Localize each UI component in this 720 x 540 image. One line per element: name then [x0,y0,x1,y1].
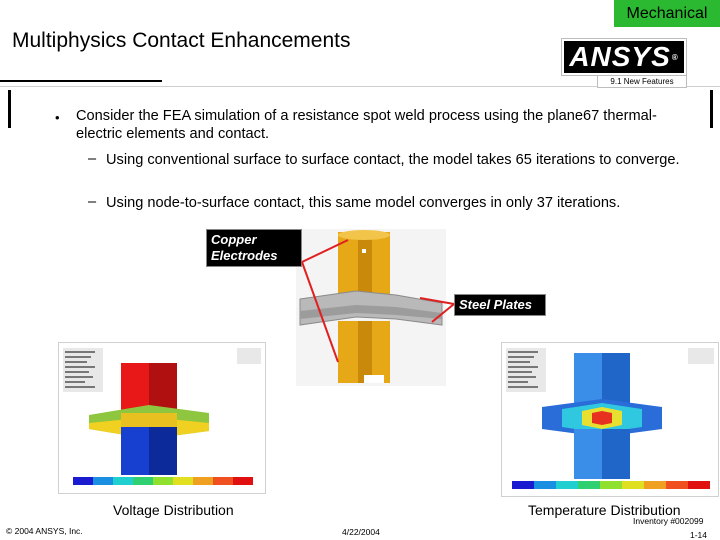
temperature-distribution-image [501,342,719,497]
inventory-number: Inventory #002099 [633,516,704,526]
slide-date: 4/22/2004 [342,527,380,537]
voltage-distribution-image [58,342,266,494]
dash-icon: – [88,151,97,167]
voltage-caption: Voltage Distribution [113,502,234,518]
right-margin-bar [710,90,713,128]
header-divider [0,86,720,87]
page-number: 1-14 [690,530,708,540]
registered-mark: ® [671,52,679,62]
copyright: © 2004 ANSYS, Inc. [6,526,83,536]
left-margin-bar [8,90,11,128]
steel-plates-callout: Steel Plates [454,294,546,316]
spot-weld-model-image [296,229,446,386]
slide-title: Multiphysics Contact Enhancements [12,29,351,52]
sub-point-surface-contact: Using conventional surface to surface co… [106,152,680,168]
bullet-icon: • [55,110,60,125]
mechanical-tag: Mechanical [614,0,720,27]
temperature-caption: Temperature Distribution [528,502,681,518]
ansys-logo-text: ANSYS [569,41,671,72]
version-label: 9.1 New Features [597,75,687,88]
title-underline [0,80,162,82]
dash-icon: – [88,194,97,210]
ansys-logo-mark: ANSYS® [564,41,684,73]
sub-point-node-contact: Using node-to-surface contact, this same… [106,195,621,211]
ansys-logo: ANSYS® [561,38,687,76]
main-point: Consider the FEA simulation of a resista… [76,108,657,142]
copper-electrodes-callout: Copper Electrodes [206,229,302,267]
